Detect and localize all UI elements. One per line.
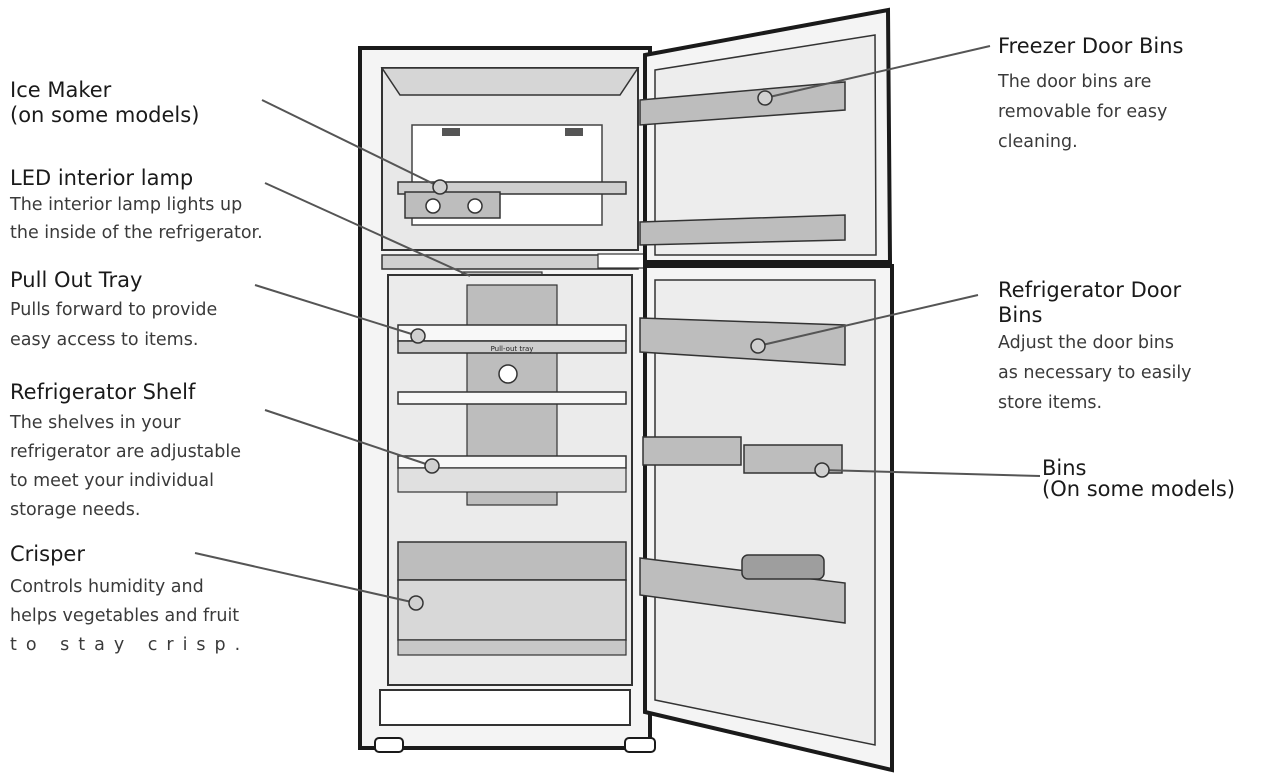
ice-maker-title-1: Ice Maker (10, 78, 199, 103)
fridge-shelf-upper (398, 392, 626, 404)
bins-title-2: (On some models) (1042, 479, 1235, 500)
led-lamp-title: LED interior lamp (10, 166, 263, 191)
label-led-lamp: LED interior lamp The interior lamp ligh… (10, 166, 263, 247)
label-crisper: Crisper Controls humidity and helps vege… (10, 542, 249, 660)
label-freezer-door-bins: Freezer Door Bins The door bins are remo… (998, 34, 1183, 157)
crisper-desc-3: to stay crisp. (10, 631, 249, 660)
marker-fridge-shelf (425, 459, 439, 473)
freezer-vent-left (442, 128, 460, 136)
freezer-door-bins-desc-3: cleaning. (998, 127, 1183, 157)
foot-right (625, 738, 655, 752)
marker-crisper (409, 596, 423, 610)
crisper-base (398, 640, 626, 655)
crisper-desc-1: Controls humidity and (10, 573, 249, 602)
freezer-door-bins-desc-2: removable for easy (998, 97, 1183, 127)
foot-left (375, 738, 403, 752)
ice-maker-knob-left (426, 199, 440, 213)
fridge-shelf-title: Refrigerator Shelf (10, 380, 241, 405)
label-fridge-door-bins: Refrigerator Door Bins Adjust the door b… (998, 278, 1192, 418)
control-panel (598, 254, 646, 268)
ice-maker-title-2: (on some models) (10, 103, 199, 128)
fridge-door-bins-title-2: Bins (998, 303, 1192, 328)
marker-fridge-door-bins (751, 339, 765, 353)
door-bin-small-left (643, 437, 741, 465)
pull-out-tray-desc-1: Pulls forward to provide (10, 295, 217, 325)
pull-out-tray-title: Pull Out Tray (10, 268, 217, 293)
fridge-door-bins-title-1: Refrigerator Door (998, 278, 1192, 303)
marker-pull-out-tray (411, 329, 425, 343)
freezer-top-wall (382, 68, 638, 95)
ice-maker-knob-right (468, 199, 482, 213)
fridge-shelf-desc-2: refrigerator are adjustable (10, 438, 241, 467)
freezer-vent-right (565, 128, 583, 136)
tray-sticker: Pull-out tray (491, 345, 534, 353)
egg-tray (742, 555, 824, 579)
freezer-door-bins-desc-1: The door bins are (998, 67, 1183, 97)
label-ice-maker: Ice Maker (on some models) (10, 78, 199, 128)
led-lamp-desc-1: The interior lamp lights up (10, 191, 263, 219)
fridge-dial (499, 365, 517, 383)
ice-maker-unit (405, 192, 500, 218)
crisper-desc-2: helps vegetables and fruit (10, 602, 249, 631)
kick-plate (380, 690, 630, 725)
crisper-title: Crisper (10, 542, 249, 567)
marker-ice-maker (433, 180, 447, 194)
led-lamp-desc-2: the inside of the refrigerator. (10, 219, 263, 247)
marker-freezer-door-bins (758, 91, 772, 105)
label-fridge-shelf: Refrigerator Shelf The shelves in your r… (10, 380, 241, 525)
fridge-shelf-desc-1: The shelves in your (10, 409, 241, 438)
fridge-shelf-desc-4: storage needs. (10, 496, 241, 525)
bins-title-1: Bins (1042, 458, 1235, 479)
fridge-door-bins-desc-2: as necessary to easily (998, 358, 1192, 388)
label-bins: Bins (On some models) (1042, 458, 1235, 500)
crisper-drawer (398, 580, 626, 640)
label-pull-out-tray: Pull Out Tray Pulls forward to provide e… (10, 268, 217, 355)
fridge-door-bins-desc-1: Adjust the door bins (998, 328, 1192, 358)
pull-out-tray (398, 325, 626, 341)
crisper-cover (398, 542, 626, 580)
fridge-shelf-desc-3: to meet your individual (10, 467, 241, 496)
fridge-door-bins-desc-3: store items. (998, 388, 1192, 418)
pull-out-tray-desc-2: easy access to items. (10, 325, 217, 355)
marker-bins (815, 463, 829, 477)
freezer-door-bins-title: Freezer Door Bins (998, 34, 1183, 59)
